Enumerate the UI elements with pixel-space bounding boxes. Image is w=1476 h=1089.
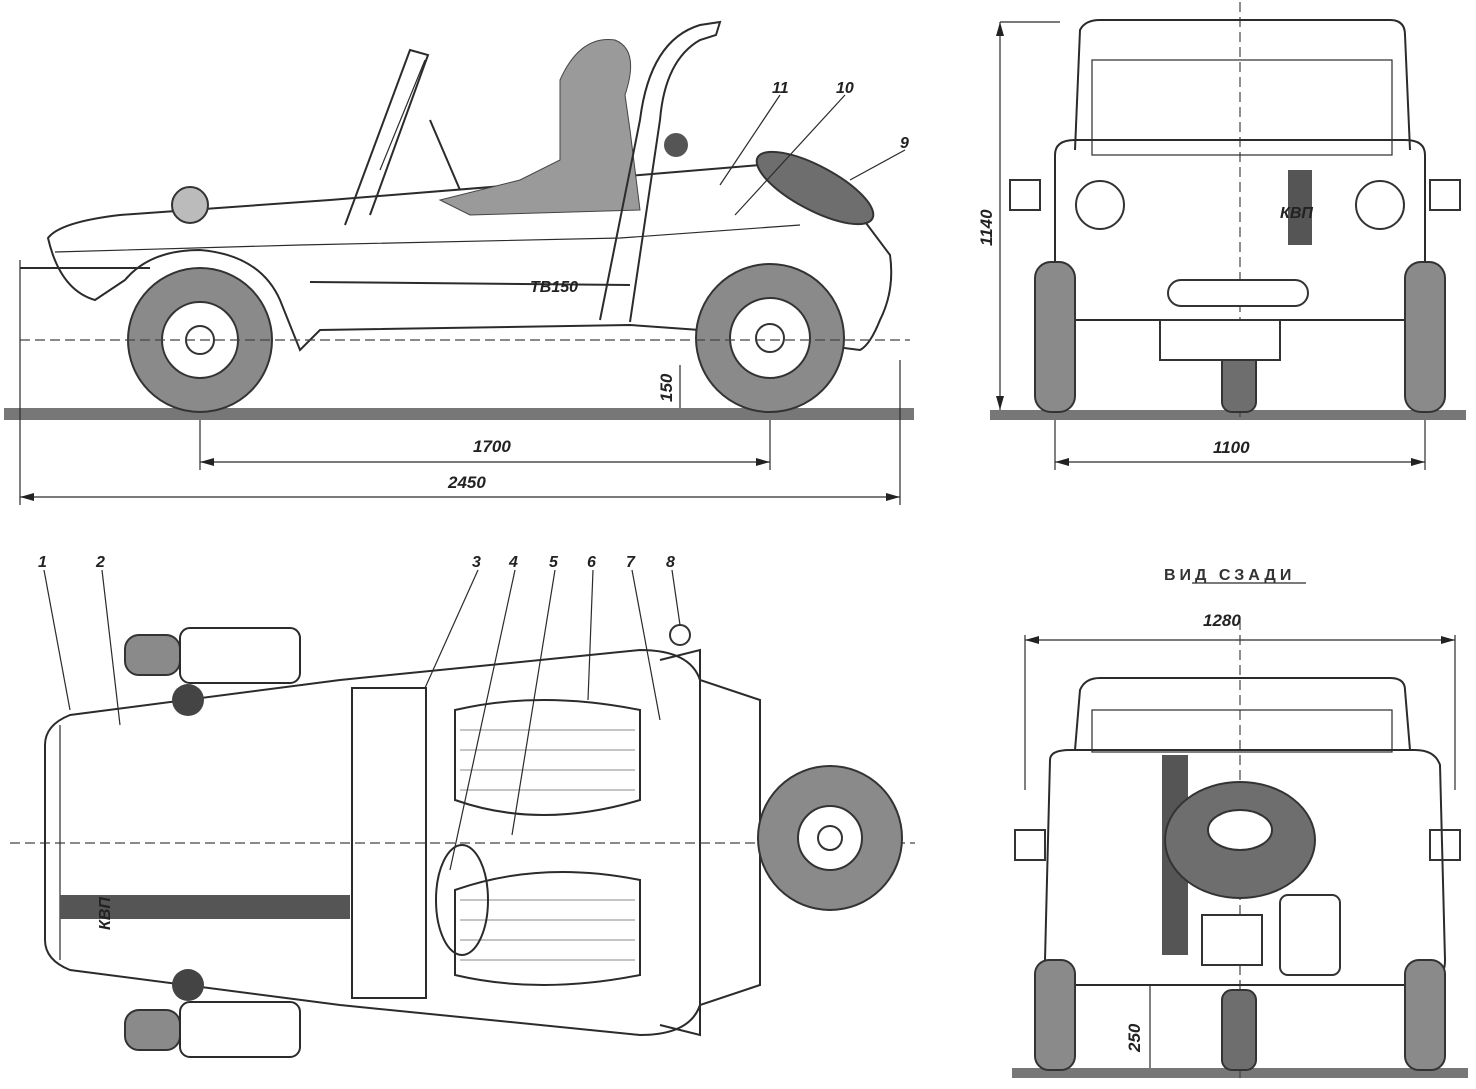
top-seat-right bbox=[454, 871, 641, 986]
front-wheel-left bbox=[1034, 261, 1076, 413]
dim-height-label: 1140 bbox=[977, 209, 996, 246]
top-seat-hatching bbox=[460, 729, 635, 961]
callout-4: 4 bbox=[508, 554, 518, 571]
side-rear-hubcap bbox=[755, 323, 785, 353]
top-headlight-left bbox=[172, 684, 204, 716]
callout-leader-2 bbox=[101, 569, 121, 726]
callout-5: 5 bbox=[549, 554, 559, 571]
side-windshield-frame bbox=[344, 48, 430, 226]
top-stripe bbox=[60, 895, 350, 919]
top-seat-left bbox=[454, 699, 641, 816]
rear-view-title: ВИД СЗАДИ bbox=[1164, 567, 1295, 584]
side-driver-silhouette bbox=[438, 39, 641, 216]
callout-leader-9 bbox=[849, 149, 906, 181]
top-fender-front-right bbox=[179, 1001, 301, 1058]
front-windshield bbox=[1091, 59, 1393, 156]
top-body-outline bbox=[44, 648, 761, 1037]
side-roll-bar bbox=[599, 20, 722, 323]
rear-engine-block bbox=[1201, 914, 1263, 966]
side-steering-column bbox=[429, 119, 461, 191]
top-spare-hubcap bbox=[817, 825, 843, 851]
rear-centre-wheel bbox=[1221, 989, 1257, 1071]
dim-rear-width-label: 1280 bbox=[1203, 611, 1241, 630]
dim-length-label: 2450 bbox=[447, 473, 486, 492]
callout-leader-4 bbox=[449, 569, 516, 871]
dim-rear-clearance-label: 250 bbox=[1125, 1023, 1144, 1053]
dim-side-clearance-label: 150 bbox=[657, 373, 676, 402]
side-body-crease bbox=[54, 224, 801, 253]
side-headlight bbox=[171, 186, 209, 224]
front-stripe bbox=[1288, 170, 1312, 245]
front-mirror-right bbox=[1429, 179, 1461, 211]
front-grille-slot bbox=[1167, 279, 1309, 307]
top-fender-front-left bbox=[179, 627, 301, 684]
callout-2: 2 bbox=[95, 554, 105, 571]
side-ground-line bbox=[4, 408, 914, 420]
front-wheel-right bbox=[1404, 261, 1446, 413]
callout-8: 8 bbox=[666, 554, 675, 571]
top-roll-bar bbox=[659, 648, 701, 1037]
callout-3: 3 bbox=[472, 554, 481, 571]
top-steering-wheel bbox=[435, 844, 489, 956]
top-lamp-8 bbox=[669, 624, 691, 646]
callout-leader-8 bbox=[671, 569, 681, 626]
side-spare-wheel bbox=[755, 150, 875, 226]
rear-lamp-left bbox=[1014, 829, 1046, 861]
rear-wheel-right bbox=[1404, 959, 1446, 1071]
callout-7: 7 bbox=[626, 554, 636, 571]
front-ground-line bbox=[990, 410, 1466, 420]
rear-spare-hub bbox=[1207, 809, 1273, 851]
callout-1: 1 bbox=[38, 554, 47, 571]
front-view bbox=[990, 2, 1466, 470]
top-wheel-front-left bbox=[124, 634, 181, 676]
rear-roll-bar bbox=[1074, 677, 1411, 751]
callout-leader-5 bbox=[511, 569, 556, 836]
top-view bbox=[10, 569, 915, 1058]
callout-9: 9 bbox=[900, 135, 909, 152]
callout-leader-3 bbox=[424, 569, 479, 689]
dim-wheelbase-label: 1700 bbox=[473, 437, 511, 456]
callout-leader-7 bbox=[631, 569, 661, 721]
top-windshield bbox=[351, 687, 427, 999]
front-engine-block bbox=[1159, 319, 1281, 361]
front-headlight-right bbox=[1355, 180, 1405, 230]
rear-lamp-right bbox=[1429, 829, 1461, 861]
callout-leader-10 bbox=[734, 94, 846, 216]
side-windshield-brace bbox=[379, 59, 426, 171]
side-view bbox=[4, 20, 914, 505]
front-headlight-left bbox=[1075, 180, 1125, 230]
dim-track-label: 1100 bbox=[1213, 438, 1250, 457]
rear-view bbox=[1012, 582, 1468, 1078]
top-badge: КВП bbox=[97, 897, 114, 930]
side-body-badge: ТВ150 bbox=[530, 279, 578, 296]
side-mirror bbox=[664, 133, 688, 157]
top-headlight-right bbox=[172, 969, 204, 1001]
rear-engine-cylinder bbox=[1279, 894, 1341, 976]
callout-leader-11 bbox=[719, 94, 781, 186]
callout-10: 10 bbox=[836, 80, 854, 97]
front-roll-bar bbox=[1074, 19, 1411, 151]
front-badge: КВП bbox=[1280, 205, 1313, 222]
side-stripe bbox=[309, 281, 631, 286]
callout-leader-1 bbox=[43, 569, 71, 711]
top-wheel-front-right bbox=[124, 1009, 181, 1051]
front-mirror-left bbox=[1009, 179, 1041, 211]
rear-wheel-left bbox=[1034, 959, 1076, 1071]
rear-window bbox=[1091, 709, 1393, 753]
callout-11: 11 bbox=[772, 80, 789, 97]
callout-6: 6 bbox=[587, 554, 596, 571]
callout-leader-6 bbox=[587, 569, 594, 701]
